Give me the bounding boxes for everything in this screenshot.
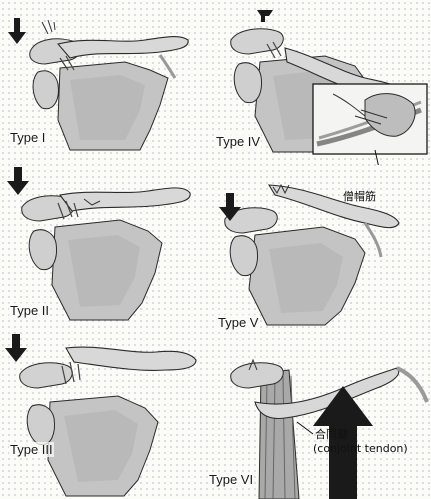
force-arrow xyxy=(7,167,29,195)
inset-view xyxy=(313,84,427,154)
type-label: Type II xyxy=(9,303,50,318)
coracoid xyxy=(234,63,261,103)
coracoid xyxy=(230,236,257,276)
coracoid xyxy=(29,230,56,270)
panel-type-6: Type VI 合同腱 (conjoint tendon) xyxy=(215,330,431,499)
sparks xyxy=(42,20,55,34)
coracoid xyxy=(33,71,58,109)
type-label: Type IV xyxy=(215,134,261,149)
type-label: Type III xyxy=(9,442,54,457)
clavicle xyxy=(269,185,399,228)
clavicle xyxy=(58,37,188,58)
force-arrow xyxy=(8,18,26,44)
clavicle xyxy=(66,347,196,370)
panel-type-5: Type V xyxy=(215,165,431,330)
acromion xyxy=(231,29,284,54)
panel-type-3: Type III xyxy=(0,330,215,499)
type-label: Type VI xyxy=(208,472,254,487)
type-label: Type V xyxy=(217,315,259,330)
force-arrow xyxy=(5,334,27,362)
conjoint-tendon-label: 合同腱 xyxy=(315,428,348,441)
force-arrow xyxy=(257,10,273,22)
coracoid xyxy=(27,405,54,445)
panel-type-4: Type IV 僧帽筋 xyxy=(215,0,431,165)
panel-type-1: Type I xyxy=(0,0,215,165)
conjoint-tendon-en-label: (conjoint tendon) xyxy=(313,442,408,455)
clavicle xyxy=(60,188,190,211)
panel-type-2: Type II xyxy=(0,165,215,330)
type-label: Type I xyxy=(9,130,46,145)
